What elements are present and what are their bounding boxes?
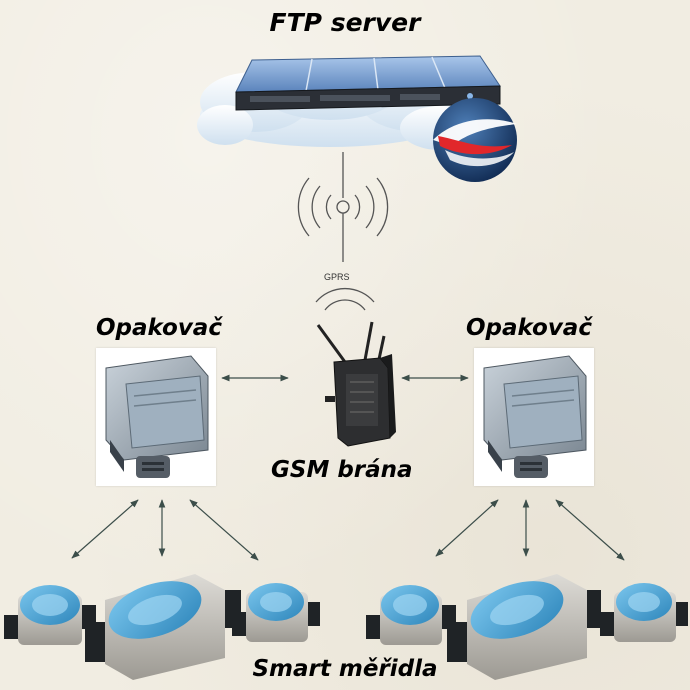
repeater-right-panel — [474, 348, 594, 486]
repeater-left-panel — [96, 348, 216, 486]
repeater-icon — [483, 355, 587, 478]
repeater-right-label: Opakovač — [466, 315, 592, 341]
repeater-icon — [105, 355, 209, 478]
link-arrows — [71, 374, 625, 561]
ftp-server-title: FTP server — [269, 8, 421, 37]
wireless-signal-icon — [297, 152, 389, 311]
gsm-gateway-label: GSM brána — [271, 457, 413, 483]
repeater-left-label: Opakovač — [96, 315, 222, 341]
gsm-gateway-icon — [316, 321, 396, 447]
server-icon — [235, 55, 501, 111]
gprs-label: GPRS — [324, 272, 350, 282]
smart-meters-label: Smart měřidla — [252, 656, 438, 682]
globe-logo-icon — [433, 98, 517, 182]
